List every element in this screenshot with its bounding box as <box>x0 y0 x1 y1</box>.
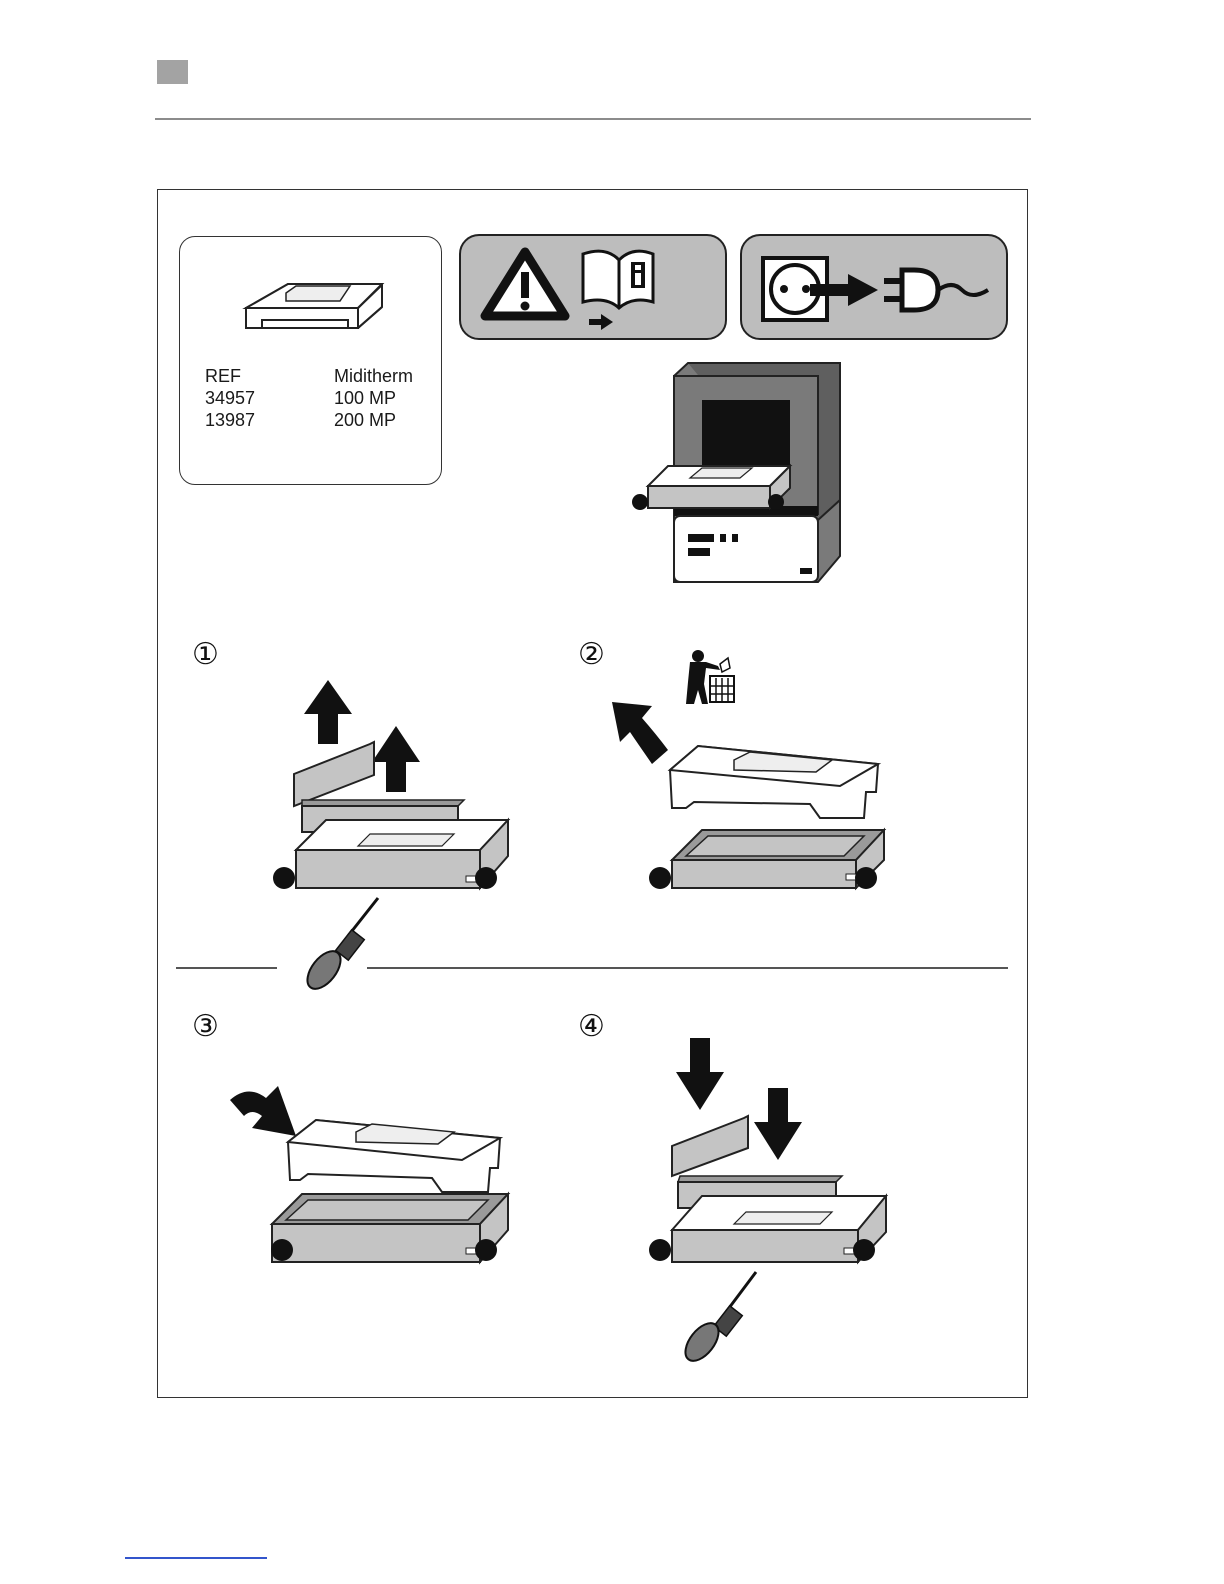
step-1-illustration <box>262 670 522 990</box>
ref-number: 34957 <box>205 387 334 409</box>
furnace-illustration <box>630 360 850 590</box>
arrow-right-icon <box>589 314 613 330</box>
screwdriver-icon <box>301 898 378 995</box>
arrow-down-icon <box>754 1088 802 1160</box>
header-marker <box>157 60 188 84</box>
warning-triangle-icon <box>485 252 565 316</box>
unplug-panel <box>740 234 1008 340</box>
step-4-label: ④ <box>578 1012 605 1042</box>
ref-table-header: REF Miditherm <box>205 365 413 387</box>
arrow-down-right-icon <box>230 1086 296 1136</box>
ref-header: REF <box>205 365 334 387</box>
header-rule <box>155 118 1031 120</box>
firing-tray-icon <box>180 237 443 486</box>
arrow-up-left-icon <box>612 702 668 764</box>
ref-panel: REF Miditherm 34957 100 MP 13987 200 MP <box>179 236 442 485</box>
section-divider <box>367 967 1008 969</box>
footer-link-rule <box>125 1557 267 1559</box>
unplug-panel-graphic <box>742 236 1010 342</box>
read-manual-icon <box>583 251 653 308</box>
arrow-down-icon <box>676 1038 724 1110</box>
ref-table-row: 13987 200 MP <box>205 409 413 431</box>
arrow-up-icon <box>372 726 420 792</box>
model-name: 200 MP <box>334 409 396 431</box>
dispose-in-bin-icon <box>686 650 734 704</box>
step-3-illustration <box>226 1080 526 1280</box>
section-divider <box>176 967 277 969</box>
arrow-up-icon <box>304 680 352 744</box>
screwdriver-icon <box>679 1272 756 1367</box>
ref-number: 13987 <box>205 409 334 431</box>
warning-panel <box>459 234 727 340</box>
step-2-illustration <box>600 646 900 906</box>
ref-table: REF Miditherm 34957 100 MP 13987 200 MP <box>205 365 413 431</box>
unplug-power-icon <box>884 270 988 310</box>
step-4-illustration <box>640 1036 900 1366</box>
step-3-label: ③ <box>192 1012 219 1042</box>
ref-table-row: 34957 100 MP <box>205 387 413 409</box>
model-name: 100 MP <box>334 387 396 409</box>
model-header: Miditherm <box>334 365 413 387</box>
warning-panel-graphic <box>461 236 729 342</box>
step-1-label: ① <box>192 640 219 670</box>
